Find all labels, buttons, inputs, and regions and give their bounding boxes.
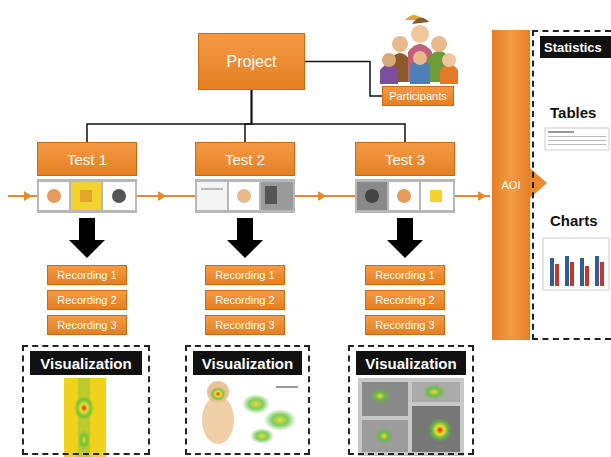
connector bbox=[245, 90, 252, 142]
participants-label: Participants bbox=[382, 86, 454, 106]
box-label: Participants bbox=[389, 90, 446, 102]
recording-box: Recording 2 bbox=[47, 290, 127, 310]
panel-heading: Visualization bbox=[202, 355, 293, 372]
stimulus-thumbnails bbox=[37, 179, 455, 213]
panel-heading: Visualization bbox=[40, 355, 131, 372]
visualization-panel: Visualization bbox=[22, 345, 150, 455]
box-label: Recording 1 bbox=[215, 269, 274, 281]
panel-heading: Statistics bbox=[544, 40, 602, 55]
connector bbox=[305, 62, 382, 97]
box-label: Recording 1 bbox=[57, 269, 116, 281]
recording-box: Recording 2 bbox=[365, 290, 445, 310]
panel-heading: Visualization bbox=[365, 355, 456, 372]
visualization-panel: Visualization bbox=[348, 345, 474, 455]
recording-box: Recording 1 bbox=[47, 265, 127, 285]
statistics-panel: StatisticsTablesCharts bbox=[532, 30, 611, 340]
box-label: Recording 2 bbox=[375, 294, 434, 306]
heading-band: Statistics bbox=[540, 36, 611, 58]
test-box: Test 2 bbox=[195, 142, 295, 176]
box-label: Recording 3 bbox=[375, 319, 434, 331]
recording-box: Recording 3 bbox=[47, 315, 127, 335]
box-label: AOI bbox=[502, 179, 521, 191]
recording-box: Recording 1 bbox=[365, 265, 445, 285]
heading-band: Visualization bbox=[356, 351, 466, 375]
test-box: Test 1 bbox=[37, 142, 137, 176]
box-label: Recording 1 bbox=[375, 269, 434, 281]
recording-box: Recording 1 bbox=[205, 265, 285, 285]
flow-arrows bbox=[69, 218, 423, 258]
recording-box: Recording 2 bbox=[205, 290, 285, 310]
box-label: Recording 3 bbox=[215, 319, 274, 331]
recording-box: Recording 3 bbox=[365, 315, 445, 335]
test-box: Test 3 bbox=[355, 142, 455, 176]
box-label: Test 3 bbox=[385, 151, 425, 168]
box-label: Recording 3 bbox=[57, 319, 116, 331]
heading-band: Visualization bbox=[193, 351, 302, 375]
box-label: Test 1 bbox=[67, 151, 107, 168]
connector-line bbox=[305, 62, 382, 97]
section-heading: Charts bbox=[550, 212, 598, 229]
project-box: Project bbox=[198, 33, 305, 90]
aoi-band: AOI bbox=[492, 30, 530, 340]
box-label: Project bbox=[227, 53, 277, 71]
stats-thumbnails bbox=[543, 128, 609, 290]
box-label: Recording 2 bbox=[57, 294, 116, 306]
section-heading: Tables bbox=[550, 104, 596, 121]
connector-line bbox=[245, 90, 252, 142]
visualization-panel: Visualization bbox=[185, 345, 310, 455]
connector-line bbox=[87, 90, 252, 142]
heatmap-images bbox=[64, 378, 464, 457]
connector bbox=[87, 90, 252, 142]
participants-illustration bbox=[380, 15, 458, 84]
heading-band: Visualization bbox=[30, 351, 142, 375]
box-label: Test 2 bbox=[225, 151, 265, 168]
recording-box: Recording 3 bbox=[205, 315, 285, 335]
box-label: Recording 2 bbox=[215, 294, 274, 306]
